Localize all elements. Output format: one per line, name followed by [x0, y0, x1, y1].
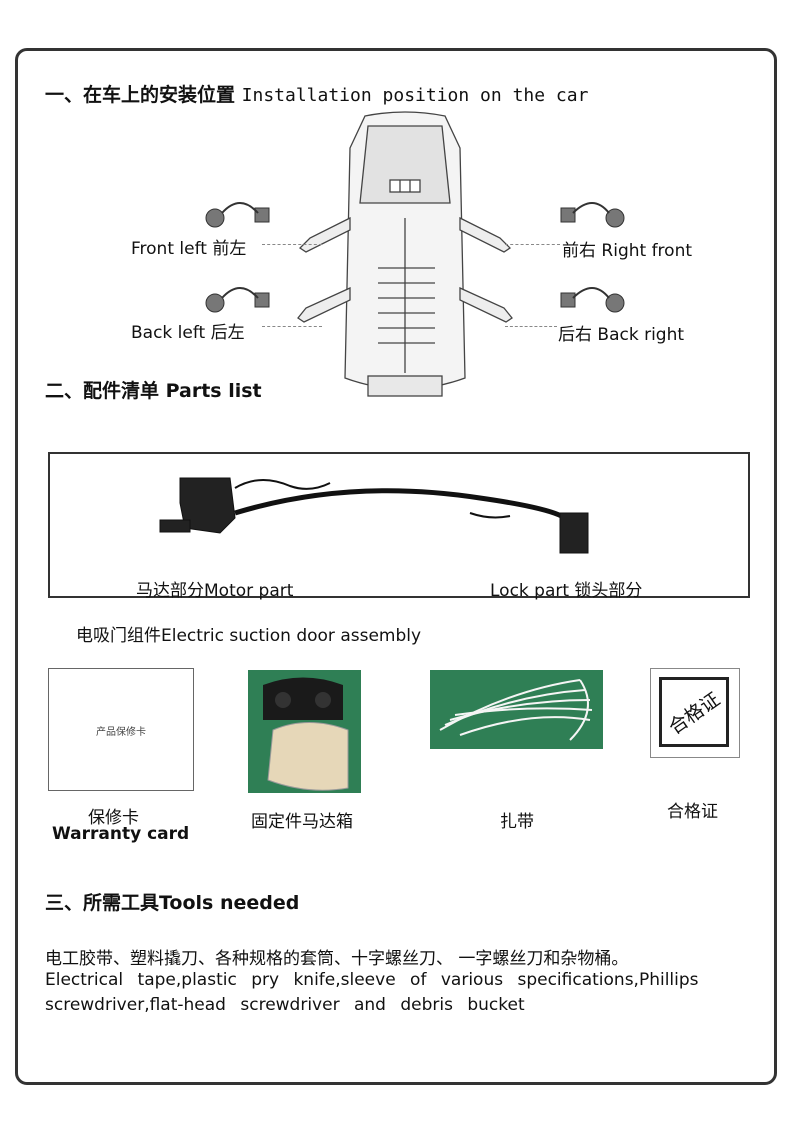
leader-back-right: [505, 326, 557, 327]
cable-ties-label: 扎带: [500, 812, 534, 832]
label-front-left: Front left 前左: [131, 239, 247, 259]
back-right-connector-icon: [560, 287, 625, 313]
section1-title-en: Installation position on the car: [241, 85, 589, 106]
leader-right-front: [505, 244, 560, 245]
certificate-image: 合格证: [650, 668, 740, 758]
motor-box-label: 固定件马达箱: [251, 812, 353, 832]
motor-part-label: 马达部分Motor part: [136, 581, 294, 601]
front-left-connector-icon: [205, 202, 270, 228]
label-right-front: 前右 Right front: [562, 241, 693, 261]
assembly-label: 电吸门组件Electric suction door assembly: [76, 626, 422, 646]
warranty-cn-label: 保修卡: [88, 808, 139, 828]
parts-image-box: [48, 452, 750, 598]
tools-cn: 电工胶带、塑料撬刀、各种规格的套筒、十字螺丝刀、 一字螺丝刀和杂物桶。: [45, 949, 629, 969]
certificate-badge-text: 合格证: [665, 687, 725, 739]
cable-ties-image: [430, 670, 603, 749]
section1-title: 一、在车上的安装位置 Installation position on the …: [45, 80, 588, 107]
warranty-card-inner-text: 产品保修卡: [96, 727, 146, 738]
tools-en-line1: Electrical tape,plastic pry knife,sleeve…: [45, 970, 699, 990]
label-back-left: Back left 后左: [131, 323, 245, 343]
certificate-label: 合格证: [667, 802, 718, 822]
section3-title: 三、所需工具Tools needed: [45, 892, 300, 914]
warranty-en-label: Warranty card: [52, 824, 190, 844]
warranty-card-image: 产品保修卡: [48, 668, 194, 791]
car-top-view: [297, 111, 513, 397]
section2-title: 二、配件清单 Parts list: [45, 380, 262, 402]
leader-front-left: [262, 244, 322, 245]
section1-title-cn: 一、在车上的安装位置: [45, 84, 236, 106]
tools-en-line2: screwdriver,flat-head screwdriver and de…: [45, 995, 525, 1015]
back-left-connector-icon: [205, 287, 270, 313]
page-frame: [15, 48, 777, 1085]
motor-box-image: [248, 670, 361, 793]
door-assembly-image: [159, 477, 589, 554]
leader-back-left: [262, 326, 322, 327]
label-back-right: 后右 Back right: [558, 325, 685, 345]
lock-part-label: Lock part 锁头部分: [490, 581, 643, 601]
front-right-connector-icon: [560, 202, 625, 228]
